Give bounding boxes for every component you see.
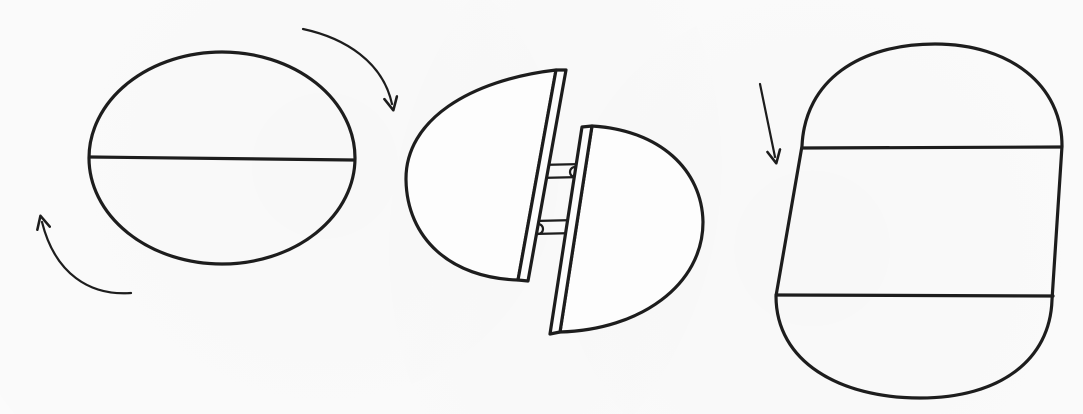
extended-oval-bottom-line	[776, 295, 1053, 296]
stage-closed-ellipse	[42, 29, 392, 293]
stage-extended-oval	[760, 44, 1062, 398]
extended-oval-outline	[776, 44, 1062, 398]
ellipse-split-line	[90, 157, 353, 160]
stage-split-halves	[406, 70, 703, 334]
rotation-arrow-top-icon	[303, 29, 392, 104]
rotation-arrow-bottom-icon	[42, 222, 131, 293]
extended-oval-top-line	[802, 147, 1062, 148]
insert-arrow-icon	[760, 84, 775, 157]
